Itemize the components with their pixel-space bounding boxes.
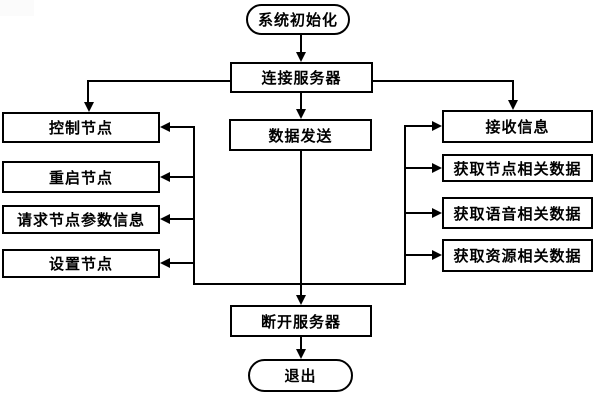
edge-bus-resourcedata-arrowhead [432, 250, 442, 260]
edge-bus-nodedata-line [404, 167, 433, 169]
edge-bus-receive-line [404, 125, 433, 127]
edge-send-disconnect-arrowhead [296, 295, 306, 305]
node-get-node-data: 获取节点相关数据 [442, 154, 593, 182]
edge-bus-nodedata-arrowhead [432, 163, 442, 173]
edge-bus-receive-arrowhead [432, 121, 442, 131]
edge-bus-restart-line [169, 176, 195, 178]
edge-disconnect-exit-arrowhead [296, 349, 306, 359]
node-control-node-label: 控制节点 [48, 121, 113, 137]
edge-connect-right-arrowhead [508, 100, 518, 110]
edge-bus-resourcedata-line [404, 254, 433, 256]
node-exit-label: 退出 [284, 369, 317, 385]
edge-bus-control-line [169, 126, 195, 128]
node-control-node: 控制节点 [2, 112, 160, 143]
edge-bus-set-arrowhead [160, 258, 170, 268]
edge-bus-voicedata-line [404, 212, 433, 214]
node-start: 系统初始化 [246, 4, 350, 35]
node-set-node-label: 设置节点 [48, 257, 113, 273]
node-get-node-data-label: 获取节点相关数据 [453, 161, 582, 178]
edge-connect-right-vline [512, 80, 514, 102]
edge-bus-restart-arrowhead [160, 172, 170, 182]
node-start-label: 系统初始化 [257, 13, 338, 29]
junction-bus-hline [193, 283, 406, 285]
right-bus-vline [404, 125, 406, 285]
edge-bus-request-line [169, 218, 195, 220]
node-disconnect-server: 断开服务器 [230, 305, 372, 337]
node-data-send-label: 数据发送 [268, 128, 333, 145]
node-request-node-params: 请求节点参数信息 [2, 205, 160, 234]
node-exit: 退出 [248, 359, 353, 392]
node-connect-server: 连接服务器 [230, 62, 373, 93]
edge-bus-set-line [169, 262, 195, 264]
node-receive-info-label: 接收信息 [485, 120, 550, 136]
edge-send-disconnect-line [300, 151, 302, 297]
edge-connect-left-arrowhead [84, 102, 94, 112]
node-set-node: 设置节点 [2, 249, 160, 278]
node-get-voice-data-label: 获取语音相关数据 [453, 206, 582, 223]
node-connect-server-label: 连接服务器 [261, 71, 342, 87]
node-receive-info: 接收信息 [442, 110, 593, 143]
node-get-voice-data: 获取语音相关数据 [442, 197, 593, 229]
edge-bus-request-arrowhead [160, 214, 170, 224]
edge-bus-voicedata-arrowhead [432, 208, 442, 218]
node-disconnect-server-label: 断开服务器 [260, 314, 341, 331]
edge-start-connect-line [300, 35, 302, 53]
left-bus-vline [193, 126, 195, 285]
edge-connect-left-hline [87, 80, 230, 82]
node-request-node-params-label: 请求节点参数信息 [16, 213, 145, 229]
edge-start-connect-arrowhead [296, 52, 306, 62]
node-restart-node-label: 重启节点 [48, 170, 113, 187]
edge-connect-left-vline [87, 80, 89, 104]
edge-connect-send-line [300, 93, 302, 110]
node-data-send: 数据发送 [229, 119, 372, 151]
node-get-resource-data: 获取资源相关数据 [442, 239, 593, 272]
node-restart-node: 重启节点 [2, 161, 160, 193]
edge-connect-right-hline [373, 80, 514, 82]
edge-disconnect-exit-line [300, 337, 302, 351]
node-get-resource-data-label: 获取资源相关数据 [453, 249, 582, 265]
edge-bus-control-arrowhead [160, 122, 170, 132]
scan-artifact [0, 0, 34, 16]
edge-connect-send-arrowhead [296, 109, 306, 119]
